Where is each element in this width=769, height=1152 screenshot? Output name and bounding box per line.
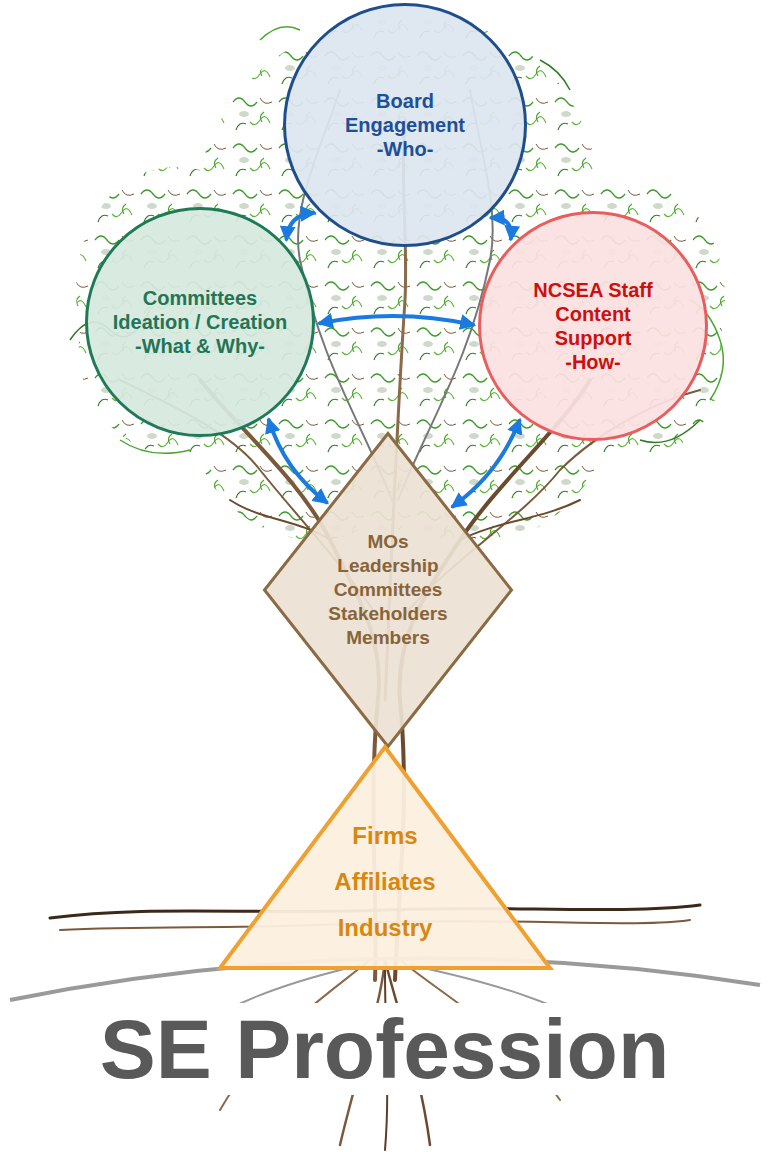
board-circle: Board Engagement-Who- [283, 3, 527, 247]
foundation-triangle-shape [220, 747, 550, 968]
profession-label: SE Profession [92, 1003, 678, 1095]
staff-circle: NCSEA Staff Content Support-How- [478, 211, 708, 441]
node-content: NCSEA Staff Content Support-How- [518, 278, 668, 374]
mos-diamond: MOs Leadership Committees Stakeholders M… [263, 432, 513, 748]
node-text: NCSEA Staff Content Support [518, 278, 668, 350]
node-subtext: -How- [565, 350, 621, 374]
double-arrow [320, 316, 473, 325]
foundation-triangle: Firms Affiliates Industry [218, 745, 552, 970]
double-arrow [492, 218, 511, 239]
node-content: Firms Affiliates Industry [320, 813, 450, 951]
double-arrow [269, 420, 327, 502]
node-text: Committees Ideation / Creation [105, 286, 295, 334]
node-content: MOs Leadership Committees Stakeholders M… [318, 530, 458, 650]
node-text: Board Engagement [330, 89, 480, 137]
double-arrow [453, 421, 519, 507]
node-content: Board Engagement-Who- [330, 89, 480, 161]
node-subtext: -Who- [377, 137, 434, 161]
staff-circle-outline [478, 211, 708, 441]
mos-diamond-shape [265, 434, 512, 747]
double-arrow [287, 213, 314, 239]
committees-circle-shape [87, 209, 314, 436]
staff-circle-shape [480, 213, 707, 440]
node-text: Firms Affiliates Industry [320, 813, 450, 951]
board-circle-shape [285, 5, 526, 246]
node-subtext: -What & Why- [135, 334, 265, 358]
committees-circle: Committees Ideation / Creation-What & Wh… [85, 207, 315, 437]
profession-label-holder: SE Profession [0, 1003, 769, 1095]
node-text: MOs Leadership Committees Stakeholders M… [318, 530, 458, 650]
node-content: Committees Ideation / Creation-What & Wh… [105, 286, 295, 358]
